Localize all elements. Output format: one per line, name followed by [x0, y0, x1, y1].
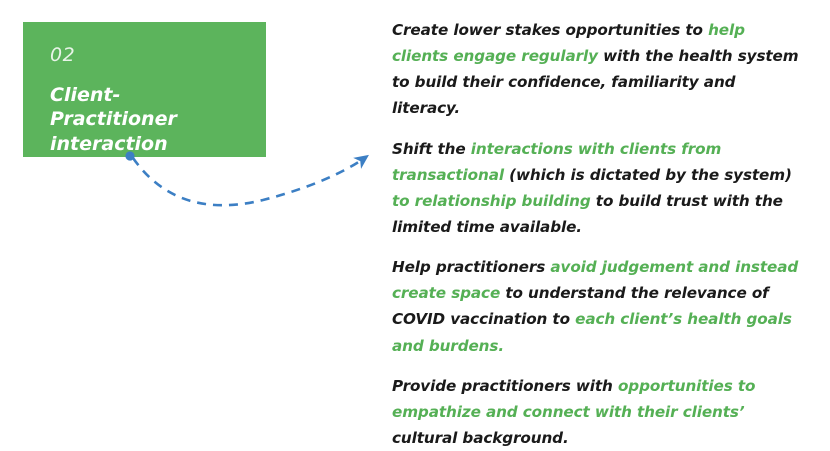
highlighted-text-run: avoid judgement and instead create space	[392, 258, 799, 303]
highlighted-text-run: help clients engage regularly	[392, 21, 745, 66]
text-run: (which is dictated by the system)	[503, 165, 792, 184]
highlighted-text-run: opportunities to empathize and connect w…	[392, 376, 756, 421]
highlighted-text-run: each client’s health goals and burdens.	[392, 310, 792, 355]
recommendation-paragraph-3: Help practitioners avoid judgement and i…	[392, 254, 804, 359]
text-run: to understand the relevance of COVID vac…	[392, 284, 769, 329]
text-run: with the health system to build their co…	[392, 47, 799, 118]
highlighted-text-run: interactions with clients from transacti…	[392, 139, 722, 184]
text-run: Shift the	[392, 139, 471, 158]
card-title: Client-Practitioner interaction	[50, 84, 177, 155]
connector-path	[131, 154, 369, 207]
recommendation-paragraph-2: Shift the interactions with clients from…	[392, 136, 804, 241]
recommendation-paragraph-4: Provide practitioners with opportunities…	[392, 373, 804, 451]
card-number: 02	[50, 44, 76, 66]
slide-canvas: 02 Client-Practitioner interaction Creat…	[23, 21, 799, 447]
recommendations-list: Create lower stakes opportunities to hel…	[392, 17, 804, 451]
text-run: to build trust with the limited time ava…	[392, 191, 783, 236]
text-run: Provide practitioners with	[392, 376, 618, 395]
recommendation-paragraph-1: Create lower stakes opportunities to hel…	[392, 17, 804, 122]
theme-card-02: 02 Client-Practitioner interaction	[23, 22, 266, 157]
text-run: Help practitioners	[392, 258, 551, 277]
text-run: Create lower stakes opportunities to	[392, 21, 709, 39]
text-run: cultural background.	[392, 428, 569, 447]
highlighted-text-run: to relationship building	[392, 191, 591, 210]
